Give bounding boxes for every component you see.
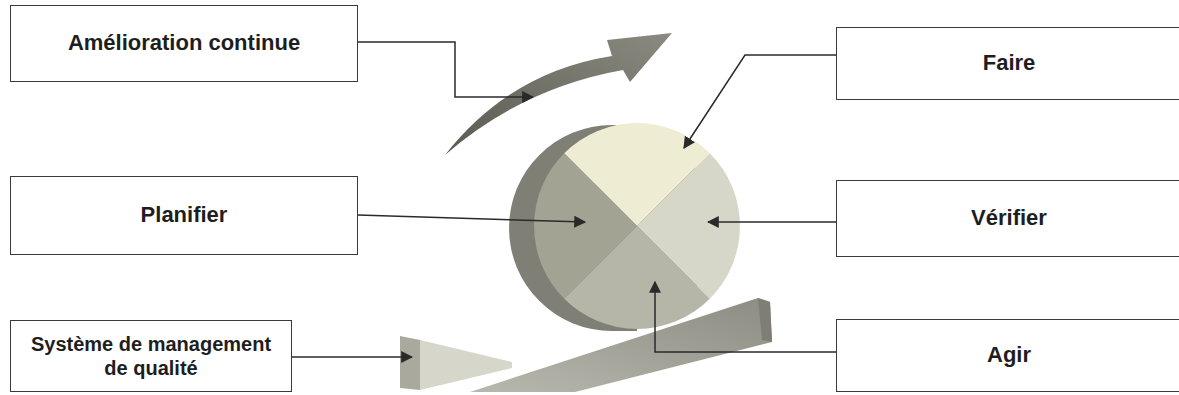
label-box: Amélioration continue [10, 5, 358, 82]
label-box: Planifier [10, 176, 358, 255]
label-text: Planifier [131, 202, 238, 228]
leader-line [358, 215, 585, 222]
wedge-face [420, 340, 512, 390]
leader-line [358, 42, 533, 97]
label-text: Faire [837, 50, 1179, 76]
leader-line [292, 356, 412, 358]
label-box: Agir [836, 319, 1179, 392]
improvement-arrow [445, 33, 672, 155]
leader-line [655, 282, 836, 352]
label-box: Faire [836, 27, 1179, 100]
leader-line [684, 55, 836, 148]
label-box: Système de management de qualité [10, 320, 292, 392]
label-box: Vérifier [836, 180, 1179, 257]
label-text: Agir [837, 342, 1179, 368]
ramp-side [758, 298, 772, 342]
wedge-front [400, 336, 420, 390]
label-text: Système de management de qualité [11, 332, 291, 380]
label-text: Vérifier [837, 205, 1179, 231]
label-text: Amélioration continue [58, 30, 310, 56]
wheel-quadrant-plan [534, 153, 637, 299]
leader-line [708, 221, 836, 223]
